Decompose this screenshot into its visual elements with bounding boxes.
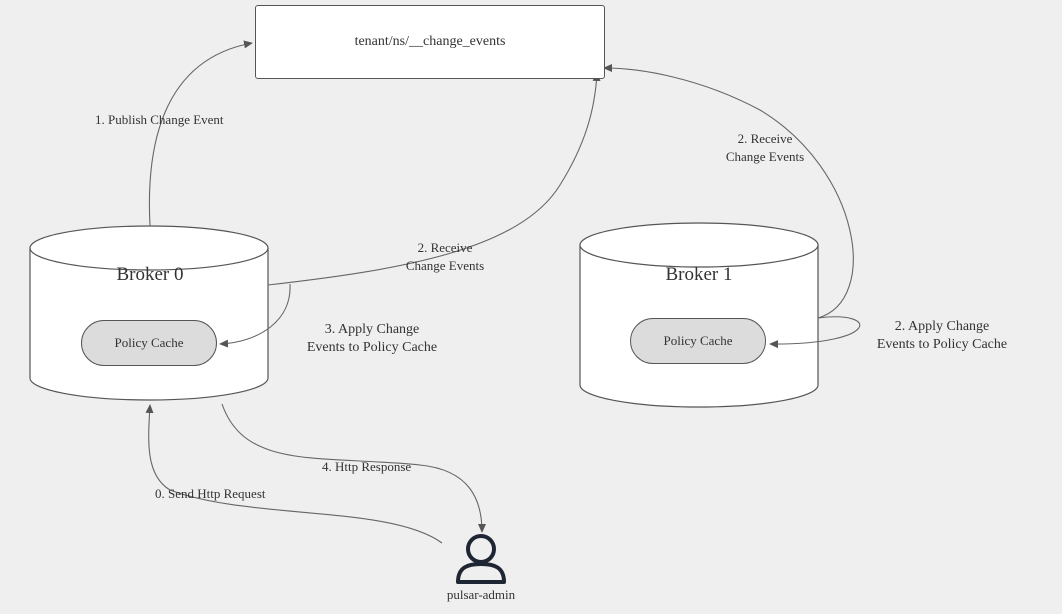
receive-b0-line1: 2. Receive <box>417 240 473 255</box>
broker-1-policy-cache-label: Policy Cache <box>663 333 733 348</box>
apply-b0-label: 3. Apply Change Events to Policy Cache <box>282 321 462 357</box>
user-icon <box>456 534 506 584</box>
broker-1-policy-cache: Policy Cache <box>630 318 766 364</box>
broker-0-title: Broker 0 <box>116 264 184 285</box>
apply-b1-arrow <box>769 316 861 349</box>
publish-label: 1. Publish Change Event <box>95 112 224 127</box>
apply-b1-line1: 2. Apply Change <box>894 319 990 334</box>
receive-b1-arrow <box>603 64 854 319</box>
receive-b1-line1: 2. Receive <box>737 131 793 146</box>
apply-b0-arrow <box>219 283 291 348</box>
apply-b0-line1: 3. Apply Change <box>324 322 420 337</box>
pulsar-admin-label: pulsar-admin <box>446 587 516 602</box>
send-request-arrow <box>145 404 443 544</box>
broker-0-policy-cache-label: Policy Cache <box>114 335 184 350</box>
topic-label: tenant/ns/__change_events <box>354 34 506 49</box>
apply-b0-line2: Events to Policy Cache <box>306 340 438 355</box>
http-response-arrow <box>221 403 486 533</box>
http-response-label: 4. Http Response <box>322 459 412 474</box>
apply-b1-label: 2. Apply Change Events to Policy Cache <box>852 318 1032 354</box>
publish-arrow <box>148 40 253 227</box>
apply-b1-line2: Events to Policy Cache <box>876 337 1008 352</box>
send-request-label: 0. Send Http Request <box>155 486 266 501</box>
change-events-topic: tenant/ns/__change_events <box>255 5 605 79</box>
broker-1-title: Broker 1 <box>665 264 733 285</box>
receive-b0-arrow <box>267 72 601 286</box>
receive-b1-line2: Change Events <box>725 149 805 164</box>
broker-1-cylinder <box>579 222 819 408</box>
receive-b0-label: 2. Receive Change Events <box>390 239 500 275</box>
receive-b0-line2: Change Events <box>405 258 485 273</box>
broker-0-cylinder <box>29 225 269 401</box>
receive-b1-label: 2. Receive Change Events <box>710 130 820 166</box>
broker-0-policy-cache: Policy Cache <box>81 320 217 366</box>
